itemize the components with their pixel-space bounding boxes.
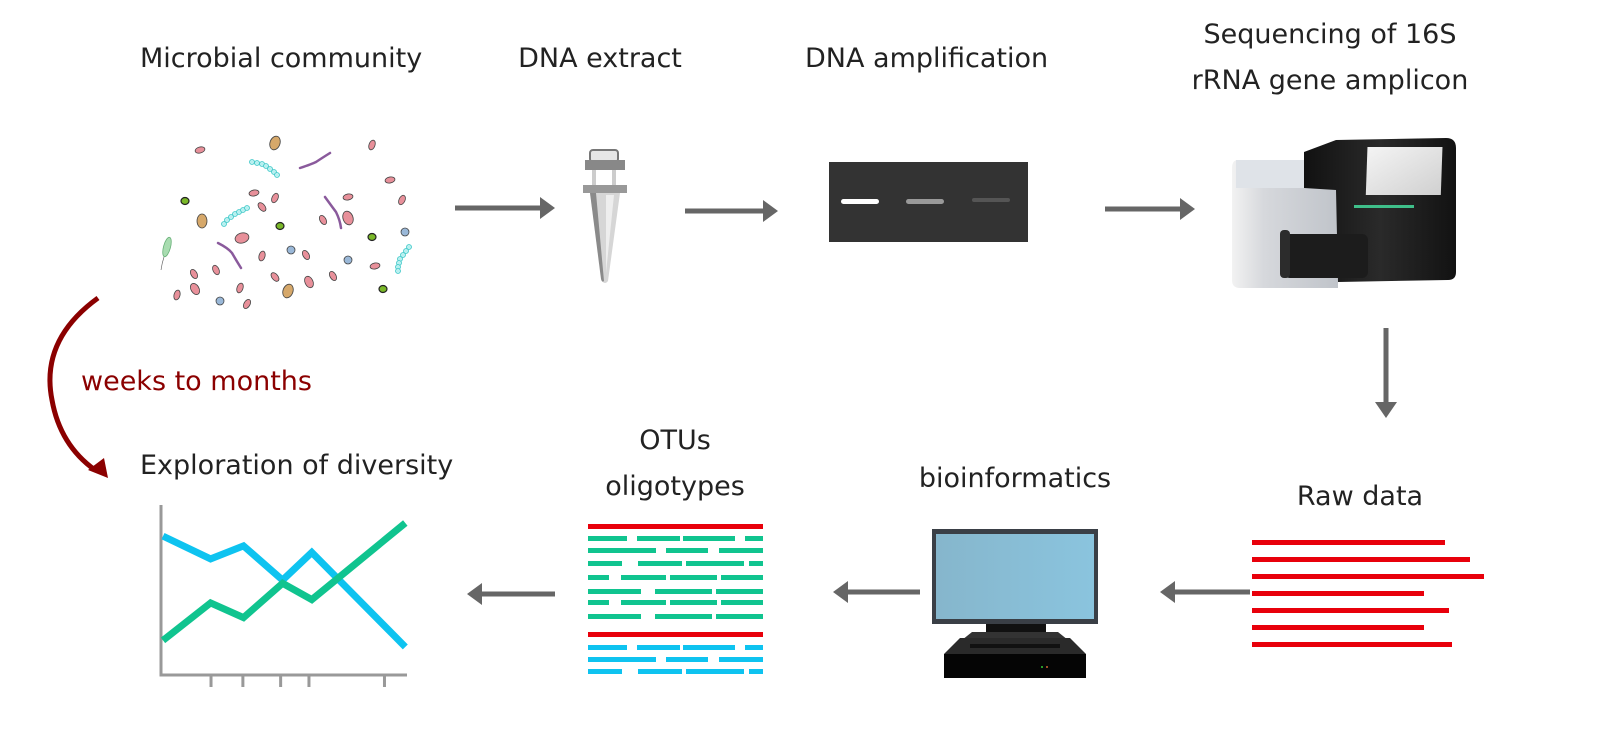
bacterium-rod [368, 139, 376, 151]
gel-band-strong [841, 199, 879, 204]
bacterium-blue [286, 245, 296, 255]
bacterium-rod [173, 289, 181, 301]
timeline-label: weeks to months [81, 366, 312, 397]
bacterium-blue [400, 227, 410, 237]
raw-read [1252, 642, 1452, 647]
step-label-raw-data: Raw data [1296, 481, 1424, 512]
sequencer-machine-icon [1232, 138, 1456, 288]
bacterium-rod [328, 271, 338, 281]
bacterium-green [275, 221, 285, 231]
arrow-right-icon [1105, 198, 1195, 220]
step-label-oligotypes: oligotypes [605, 471, 745, 502]
bacterium-rod [301, 250, 311, 260]
raw-read [1252, 608, 1449, 613]
gel-electrophoresis [829, 162, 1028, 242]
bacterium-rod [257, 202, 267, 212]
bacterium-rod [342, 193, 354, 201]
bacterium-tan [282, 283, 294, 299]
dna-extract-tube-icon [583, 149, 627, 283]
bacterium-rod [236, 282, 244, 294]
bacterium-rod [194, 146, 206, 154]
raw-read [1252, 557, 1470, 562]
bacterium-rod [398, 194, 406, 206]
blue-series [161, 532, 408, 650]
step-label-otus: OTUs [639, 425, 711, 456]
bacterium-rod [248, 189, 260, 197]
bacterium-tan [196, 213, 208, 229]
step-label-sequencing-line1: Sequencing of 16S [1203, 19, 1457, 50]
bacterium-blue [215, 296, 225, 306]
step-label-dna-extract: DNA extract [518, 43, 682, 74]
raw-data-reads [1252, 540, 1484, 647]
arrow-down-icon [1375, 328, 1397, 418]
diversity-line-chart [159, 505, 408, 687]
step-label-exploration-of-diversity: Exploration of diversity [140, 450, 454, 481]
bacterium-rod [342, 210, 354, 226]
bacterium-rod [234, 232, 250, 244]
step-label-bioinformatics: bioinformatics [918, 463, 1112, 494]
bioinformatics-computer-icon [932, 529, 1098, 678]
arrow-right-icon [455, 197, 555, 219]
bacterium-rod [189, 269, 199, 279]
bacterium-rod [270, 272, 280, 282]
otu-reference-read [588, 524, 763, 529]
step-label-sequencing-line2: rRNA gene amplicon [1191, 65, 1469, 96]
bacterium-rod [212, 264, 220, 276]
bacterium-green [378, 284, 388, 294]
arrow-right-icon [685, 200, 778, 222]
gel-band-medium [906, 199, 944, 204]
arrow-left-icon [833, 581, 920, 603]
bacterium-green [367, 232, 377, 242]
microbial-community-illustration [160, 135, 412, 309]
chart-axes [159, 505, 407, 677]
spirillum [323, 195, 343, 230]
bacterium-green [180, 196, 190, 206]
green-series [160, 520, 408, 644]
step-label-dna-amplification: DNA amplification [805, 43, 1049, 74]
spirillum [298, 151, 332, 170]
raw-read [1252, 574, 1484, 579]
otu-reference-read [588, 632, 763, 637]
bacterium-tan [269, 135, 281, 151]
bacterium-rod [190, 283, 200, 295]
raw-read [1252, 540, 1445, 545]
arrow-left-icon [1160, 581, 1250, 603]
otu-sequence-alignment [588, 524, 763, 674]
raw-read [1252, 591, 1424, 596]
spirillum [216, 241, 243, 270]
bacterium-rod [369, 262, 381, 270]
arrow-left-icon [467, 583, 555, 605]
raw-read [1252, 625, 1424, 630]
bacterium-flagellated [162, 236, 172, 258]
bacterium-rod [271, 192, 279, 204]
step-label-microbial-community: Microbial community [140, 43, 423, 74]
gel-band-weak [972, 198, 1010, 202]
bacterium-rod [304, 275, 314, 289]
bacterium-blue [343, 255, 353, 265]
bacterium-rod [258, 250, 266, 262]
bacterium-rod [242, 299, 252, 309]
bacterium-rod [384, 176, 396, 184]
bacterium-rod [318, 215, 328, 225]
